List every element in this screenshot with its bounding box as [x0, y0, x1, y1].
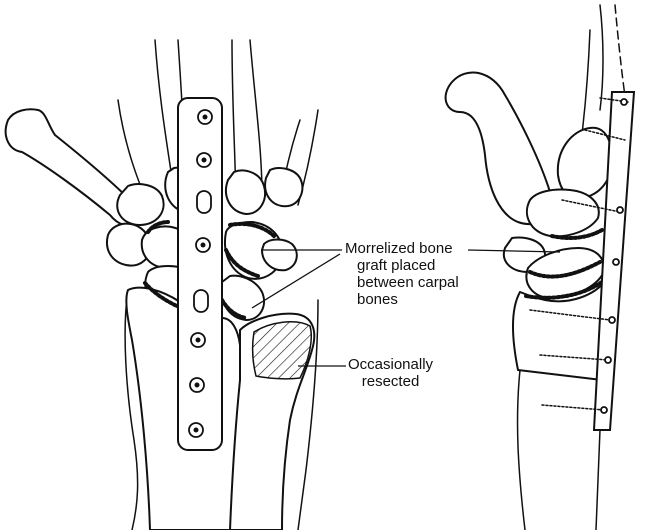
bone-graft — [228, 221, 276, 238]
carpal-lateral — [525, 188, 600, 238]
bone-graft-lateral — [550, 228, 604, 240]
bone-graft — [224, 248, 260, 278]
forearm-outline-right — [297, 299, 319, 530]
bone-graft — [220, 298, 248, 320]
screw-lateral — [561, 199, 621, 213]
dorsal-skin-line — [599, 4, 604, 111]
screw-lateral — [541, 404, 605, 411]
lateral-view — [444, 4, 636, 530]
screw-lateral — [529, 309, 611, 321]
graft-callout-line: bones — [357, 291, 398, 308]
screw-head-lateral — [616, 206, 624, 214]
screw-head-lateral — [600, 406, 608, 414]
dorsal-view — [4, 39, 319, 530]
metacarpal-lateral — [556, 126, 613, 200]
bone-graft — [146, 220, 170, 234]
dorsal-skin-line — [614, 4, 631, 131]
graft-callout-line: graft placed — [357, 257, 436, 274]
screws-lateral — [529, 97, 629, 414]
graft-leader-lateral — [467, 249, 561, 253]
slot-hole — [196, 190, 212, 214]
screw-head-center — [195, 337, 201, 343]
forearm-outline-left — [124, 289, 139, 530]
graft-callout-line: between carpal — [357, 274, 459, 291]
resected-callout-line: Occasionally — [348, 356, 434, 373]
slot-hole — [193, 289, 209, 313]
graft-leader — [251, 253, 341, 309]
screw-head-center — [202, 114, 208, 120]
metacarpal-base — [264, 167, 304, 208]
screw-head-center — [194, 382, 200, 388]
screw-head-lateral — [604, 356, 612, 364]
plate-screws-dorsal — [188, 109, 213, 438]
screw-head-center — [193, 427, 199, 433]
pisiform — [261, 238, 298, 272]
thumb-metacarpal-lateral — [444, 71, 553, 225]
screw-lateral — [584, 129, 626, 141]
fixation-plate-dorsal — [177, 97, 223, 451]
metacarpal-base — [225, 169, 266, 215]
bone-graft-lateral — [528, 260, 602, 279]
callout-leaders — [251, 249, 561, 367]
triquetrum — [220, 274, 265, 321]
screw-lateral — [539, 354, 609, 361]
forearm-outline-lateral — [516, 369, 526, 530]
screw-head-center — [201, 157, 207, 163]
metacarpal-base — [116, 183, 165, 226]
graft-callout-line: Morrelized bone — [345, 240, 453, 257]
screw-head-lateral — [612, 258, 620, 266]
screw-head-lateral — [608, 316, 616, 324]
resected-ulnar-head — [251, 320, 312, 380]
resected-callout: Occasionally resected — [348, 356, 433, 390]
screw-head-lateral — [620, 98, 628, 106]
resected-callout-line: resected — [361, 373, 420, 390]
graft-callout: Morrelized bone graft placed between car… — [345, 240, 459, 308]
screw-head-center — [200, 242, 206, 248]
bone-graft-lateral — [524, 280, 604, 300]
